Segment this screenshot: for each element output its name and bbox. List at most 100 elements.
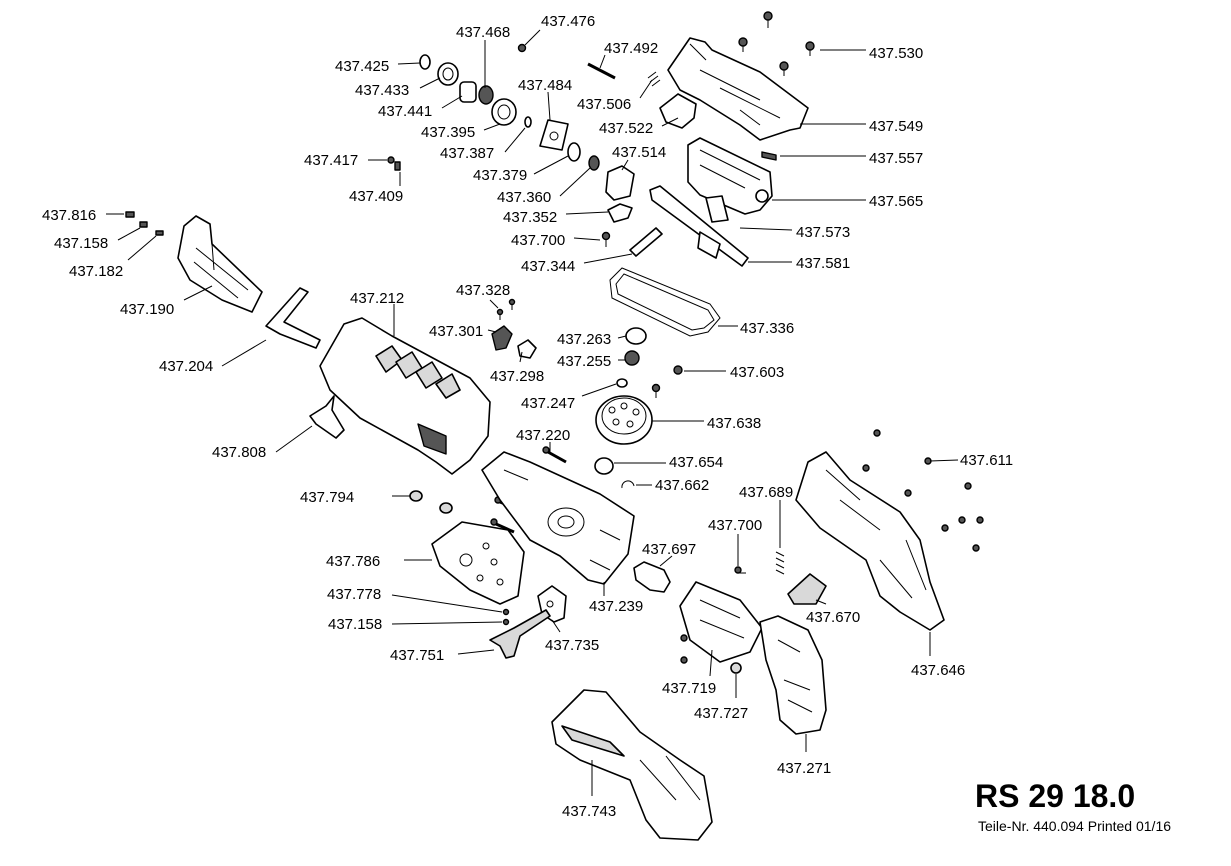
- part-label: 437.816: [42, 207, 96, 224]
- part-label: 437.670: [806, 609, 860, 626]
- part-label: 437.395: [421, 124, 475, 141]
- part-label: 437.484: [518, 77, 572, 94]
- part-label: 437.751: [390, 647, 444, 664]
- plate-437204: [265, 287, 321, 349]
- part-label: 437.468: [456, 24, 510, 41]
- washer-437360: [588, 155, 600, 171]
- part-label: 437.301: [429, 323, 483, 340]
- part-label: 437.778: [327, 586, 381, 603]
- part-label: 437.697: [642, 541, 696, 558]
- part-label: 437.530: [869, 45, 923, 62]
- cap-437263: [625, 327, 647, 345]
- part-label: 437.190: [120, 301, 174, 318]
- part-label: 437.611: [960, 452, 1013, 469]
- gasket-437336: [609, 267, 721, 337]
- part-label: 437.360: [497, 189, 551, 206]
- block-437514: [605, 165, 635, 201]
- switch-437271: [759, 615, 827, 735]
- pin-437409: [394, 161, 401, 171]
- pin-437182: [155, 230, 164, 236]
- bearing-437433: [437, 62, 459, 86]
- washer-437247: [616, 378, 628, 388]
- part-label: 437.158: [328, 616, 382, 633]
- handle-half-437646: [795, 451, 945, 631]
- part-label: 437.344: [521, 258, 575, 275]
- lever-437808: [309, 395, 345, 439]
- pin-437778: [502, 608, 510, 616]
- spring-437689: [775, 551, 785, 575]
- part-label: 437.727: [694, 705, 748, 722]
- part-label: 437.387: [440, 145, 494, 162]
- part-label: 437.522: [599, 120, 653, 137]
- part-label: 437.247: [521, 395, 575, 412]
- screw-437700a: [601, 231, 611, 247]
- motor-437719: [679, 581, 763, 664]
- part-label: 437.638: [707, 415, 761, 432]
- part-label: 437.743: [562, 803, 616, 820]
- pin-437158b: [502, 618, 510, 626]
- part-label: 437.662: [655, 477, 709, 494]
- part-label: 437.212: [350, 290, 404, 307]
- part-label: 437.476: [541, 13, 595, 30]
- print-date: Printed 01/16: [1087, 818, 1172, 834]
- model-title: RS 29 18.0: [975, 778, 1136, 814]
- part-label: 437.271: [777, 760, 831, 777]
- clip-437662: [621, 480, 635, 489]
- screw-437530-group: [738, 11, 815, 76]
- part-label: 437.352: [503, 209, 557, 226]
- nut-437476: [517, 43, 527, 53]
- part-label: 437.492: [604, 40, 658, 57]
- part-label: 437.565: [869, 193, 923, 210]
- shaft-437573: [649, 185, 749, 267]
- part-label: 437.646: [911, 662, 965, 679]
- part-437301: [491, 325, 513, 351]
- part-label: 437.158: [54, 235, 108, 252]
- part-label: 437.328: [456, 282, 510, 299]
- part-label: 437.379: [473, 167, 527, 184]
- part-drawings: [125, 11, 984, 841]
- part-label: 437.573: [796, 224, 850, 241]
- screws-437611: [862, 429, 984, 552]
- part-label: 437.735: [545, 637, 599, 654]
- screw-437417: [387, 156, 395, 164]
- part-label: 437.549: [869, 118, 923, 135]
- part-label: 437.700: [708, 517, 762, 534]
- part-label: 437.654: [669, 454, 723, 471]
- part-label: 437.263: [557, 331, 611, 348]
- part-label: 437.441: [378, 103, 432, 120]
- bushing-437654: [594, 457, 614, 475]
- gear-housing-437239: [481, 451, 635, 585]
- part-label: 437.506: [577, 96, 631, 113]
- part-label: 437.417: [304, 152, 358, 169]
- screws-437328: [496, 298, 516, 320]
- bushing-437441: [459, 81, 477, 103]
- knob-437794: [409, 490, 453, 514]
- tube-437344: [629, 227, 663, 257]
- part-label: 437.514: [612, 144, 666, 161]
- ring-437425: [419, 54, 431, 70]
- part-label: 437.336: [740, 320, 794, 337]
- bearing-437255: [624, 350, 640, 366]
- washer-437379: [567, 142, 581, 162]
- part-label: 437.220: [516, 427, 570, 444]
- bracket-437190: [177, 215, 263, 313]
- part-label: 437.255: [557, 353, 611, 370]
- spring-437468: [478, 85, 494, 105]
- part-label: 437.603: [730, 364, 784, 381]
- part-label: 437.182: [69, 263, 123, 280]
- lever-437751: [489, 609, 551, 659]
- clamp-437352: [607, 203, 633, 223]
- part-label: 437.298: [490, 368, 544, 385]
- part-label: 437.689: [739, 484, 793, 501]
- part-label: 437.557: [869, 150, 923, 167]
- handle-half-437743: [551, 689, 713, 841]
- part-label: 437.425: [335, 58, 389, 75]
- part-label: 437.794: [300, 489, 354, 506]
- spring-437557: [761, 151, 777, 161]
- part-label: 437.239: [589, 598, 643, 615]
- ring-437387: [524, 116, 532, 128]
- part-labels: 437.476 437.468 437.492 437.530 437.425 …: [42, 13, 1013, 820]
- pin-437816: [125, 211, 135, 218]
- screw-437603: [651, 365, 683, 398]
- bracket-437522: [659, 93, 697, 129]
